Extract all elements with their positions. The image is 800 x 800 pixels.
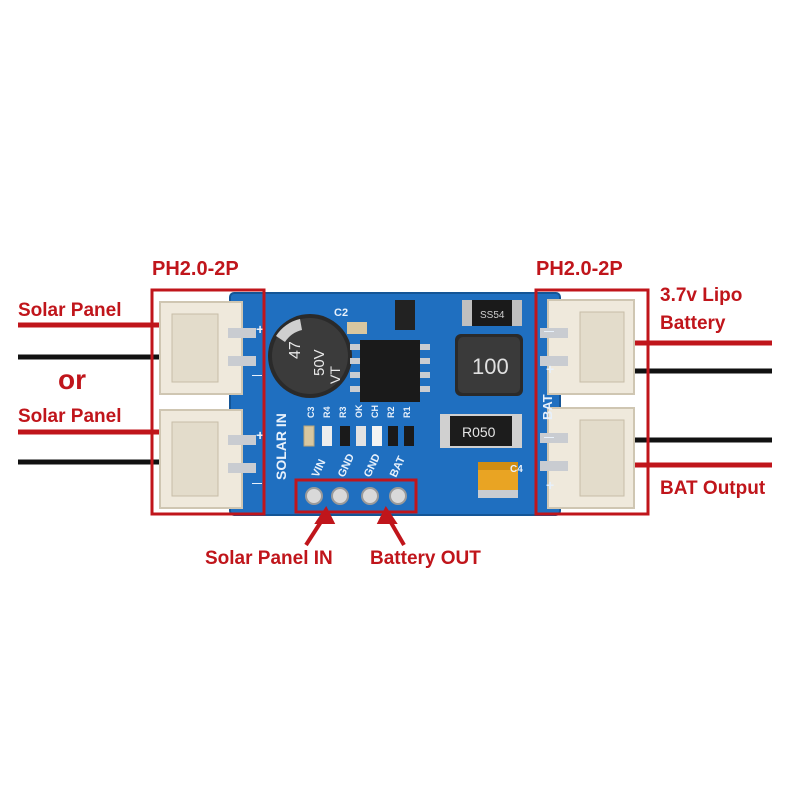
component-silk-labels: C3 R4 R3 OK CH R2 R1	[306, 404, 412, 418]
silk-r1: R1	[402, 406, 412, 418]
solar-panel-in-label: Solar Panel IN	[205, 548, 333, 569]
silk-r4: R4	[322, 406, 332, 418]
diode: SS54	[462, 300, 522, 326]
lipo-battery-line2: Battery	[660, 313, 726, 334]
cap-value-3: VT	[327, 366, 343, 384]
minus-left-bottom: —	[252, 478, 262, 489]
electrolytic-capacitor: 47 50V VT	[268, 314, 352, 398]
cap-value-1: 47	[287, 341, 304, 359]
right-connector-top	[540, 299, 635, 395]
smd-c2	[347, 322, 367, 334]
plus-left-bottom: +	[256, 427, 264, 443]
solar-panel-label-top: Solar Panel	[18, 300, 122, 321]
header-pins	[294, 478, 418, 514]
left-connector-top	[159, 301, 256, 395]
minus-left-top: —	[252, 370, 262, 381]
inductor: 100	[455, 334, 523, 396]
bat-output-label: BAT Output	[660, 478, 766, 499]
right-connector-header: PH2.0-2P	[536, 258, 623, 280]
cap-value-2: 50V	[311, 349, 328, 376]
right-connector-bottom	[540, 407, 635, 509]
left-connector-bottom	[159, 409, 256, 509]
minus-right-bottom: —	[544, 432, 554, 443]
right-red-wires	[630, 340, 772, 468]
silk-solar-in: SOLAR IN	[273, 413, 289, 480]
small-transistor	[395, 300, 415, 330]
tantalum-cap	[478, 462, 518, 498]
diode-marking: SS54	[480, 310, 505, 321]
plus-right-top: +	[546, 361, 554, 377]
plus-right-bottom: +	[546, 477, 554, 493]
ic-chip	[350, 340, 430, 402]
right-black-wires	[630, 368, 772, 443]
left-red-wires	[18, 322, 170, 435]
lipo-battery-line1: 3.7v Lipo	[660, 285, 743, 306]
inductor-marking: 100	[472, 354, 509, 379]
left-connector-header: PH2.0-2P	[152, 258, 239, 280]
c2-label: C2	[334, 307, 348, 319]
left-connector-frame	[150, 288, 266, 516]
silk-r2: R2	[386, 406, 396, 418]
or-label: or	[58, 364, 86, 395]
sense-resistor: R050	[440, 414, 522, 448]
silk-bat: BAT	[540, 394, 555, 420]
plus-left-top: +	[256, 321, 264, 337]
resistor-marking: R050	[462, 424, 496, 440]
silk-ok: OK	[354, 404, 364, 418]
pin-arrows	[304, 506, 406, 547]
battery-out-label: Battery OUT	[370, 548, 481, 569]
left-wires	[18, 354, 170, 465]
c4-label: C4	[510, 464, 523, 475]
solar-panel-label-bottom: Solar Panel	[18, 406, 122, 427]
polarity-marks: + — + — — + — +	[252, 321, 554, 493]
silk-ch: CH	[370, 405, 380, 418]
silk-c3: C3	[306, 406, 316, 418]
minus-right-top: —	[544, 326, 554, 337]
smd-row	[303, 425, 414, 447]
silk-r3: R3	[338, 406, 348, 418]
right-connector-frame	[534, 288, 650, 516]
